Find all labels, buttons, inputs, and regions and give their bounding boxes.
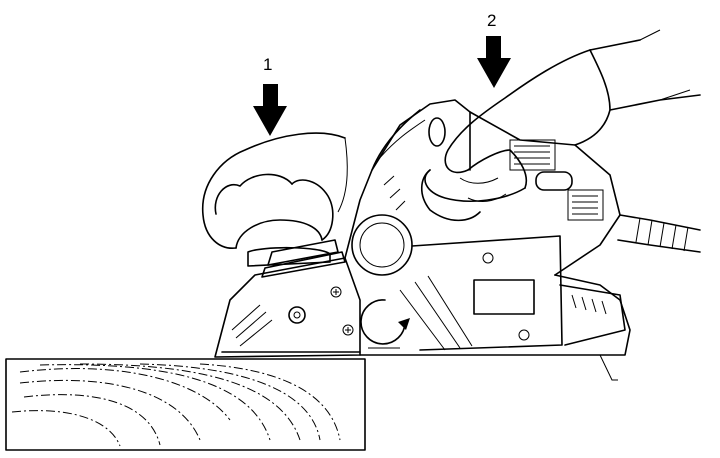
down-arrow-icon <box>477 36 511 88</box>
step-label-1: 1 <box>263 55 273 74</box>
rotation-arrow-icon <box>360 299 410 349</box>
left-hand <box>201 132 348 267</box>
down-arrow-icon <box>253 84 287 136</box>
planer-body <box>214 99 701 381</box>
wood-workpiece <box>5 358 366 451</box>
right-hand <box>420 29 701 222</box>
step-label-2: 2 <box>487 11 497 30</box>
